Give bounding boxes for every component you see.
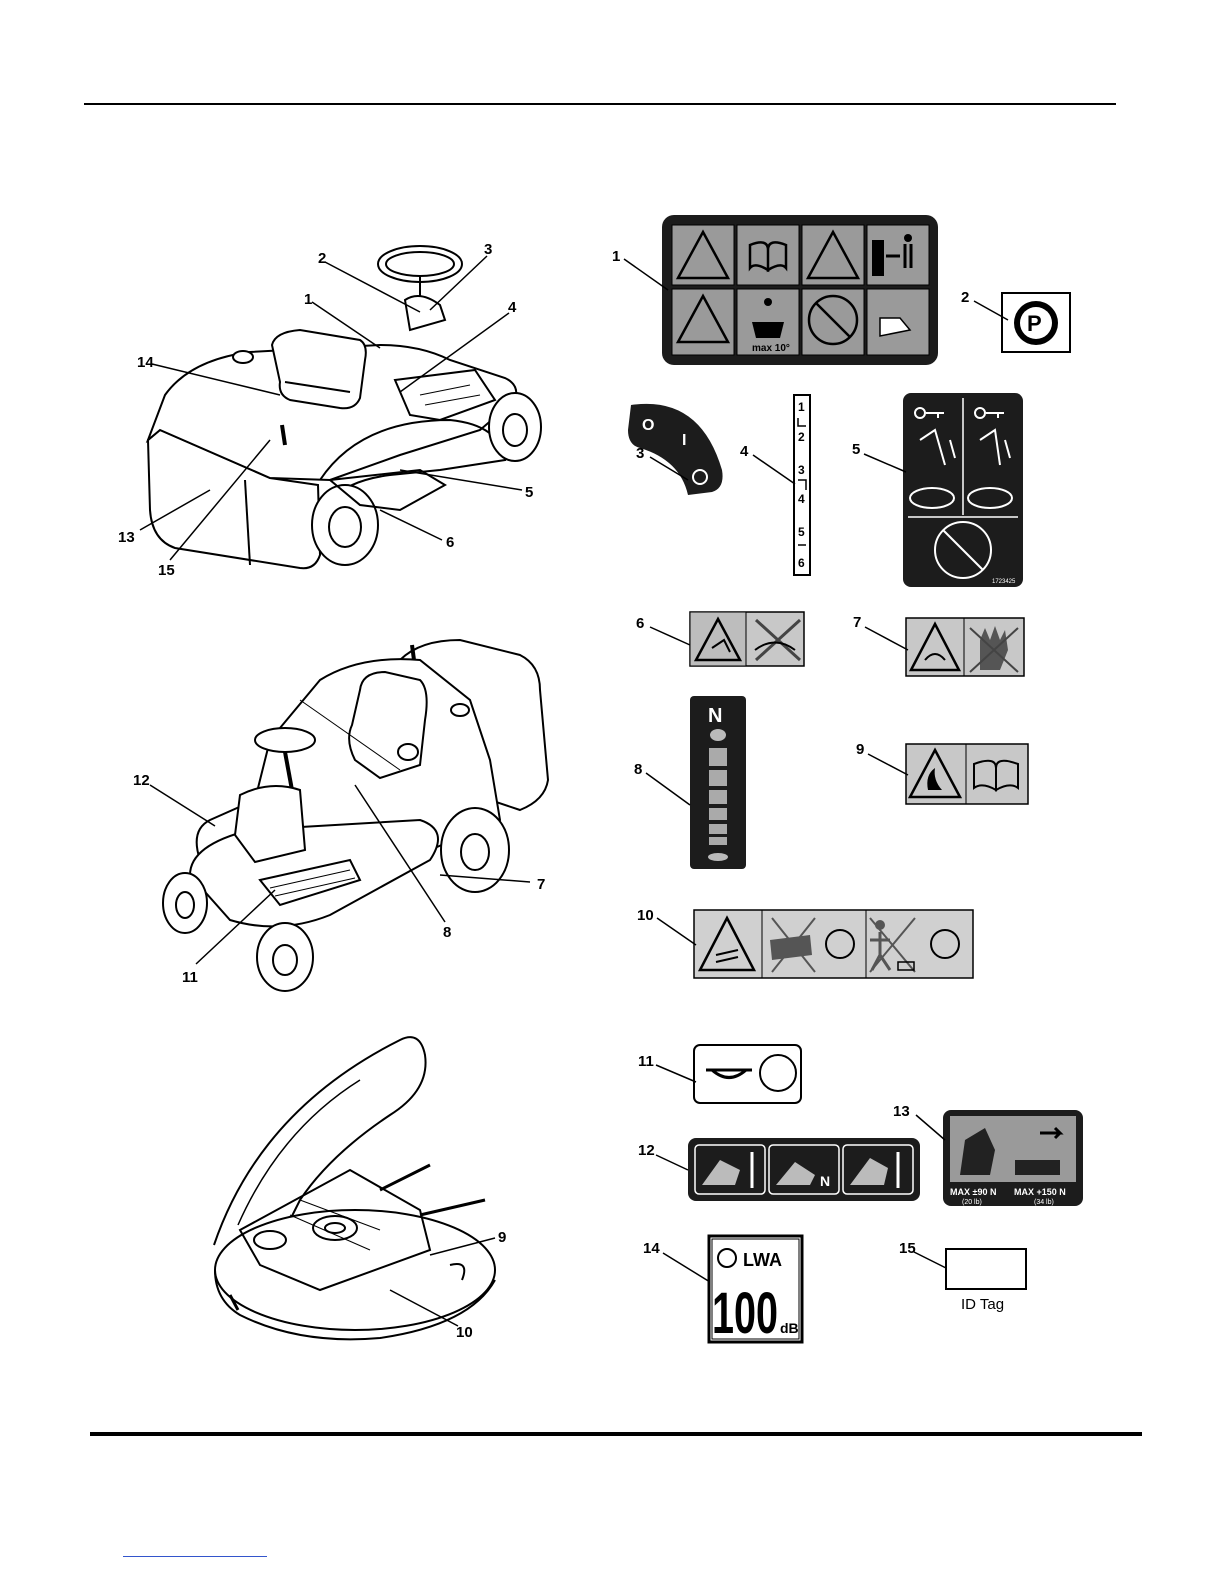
mower-callout-12: 12	[133, 772, 150, 789]
mower-callout-3: 3	[484, 241, 492, 258]
callout-13: 13	[893, 1103, 910, 1120]
callout-8: 8	[634, 761, 642, 778]
decal-11-deck-engage	[694, 1045, 801, 1103]
height-6: 6	[798, 556, 805, 570]
turtle-icon	[708, 853, 728, 861]
decal-3-on-label: I	[682, 432, 686, 449]
mower-callout-8: 8	[443, 924, 451, 941]
decal-8-letter: N	[708, 705, 722, 727]
mower-callout-6: 6	[446, 534, 454, 551]
decal-4-cutting-height: 1 2 3 4 5 6	[794, 395, 810, 575]
height-3: 3	[798, 463, 805, 477]
decal-14-unit: dB	[780, 1320, 799, 1336]
mower-callout-10: 10	[456, 1324, 473, 1341]
mower-callout-7: 7	[537, 876, 545, 893]
height-1: 1	[798, 400, 805, 414]
callout-9: 9	[856, 741, 864, 758]
decal-13-towing-loads: MAX ±90 N (20 lb) MAX +150 N (34 lb)	[943, 1110, 1083, 1206]
callout-4: 4	[740, 443, 749, 460]
decal-1-slope-text: max 10°	[752, 343, 790, 354]
decal-13-right-sub: (34 lb)	[1034, 1199, 1054, 1206]
callout-14: 14	[643, 1240, 660, 1257]
mower-callout-14: 14	[137, 354, 154, 371]
parking-icon: P	[1027, 311, 1042, 336]
decal-13-right-max: MAX +150 N	[1014, 1187, 1066, 1197]
callout-12: 12	[638, 1142, 655, 1159]
trailer-icon	[1015, 1160, 1060, 1175]
decal-14-lwa: LWA	[743, 1250, 782, 1270]
callout-7: 7	[853, 614, 861, 631]
callout-3: 3	[636, 445, 644, 462]
callout-5: 5	[852, 441, 860, 458]
decal-14-sound-power: LWA 100 dB	[709, 1236, 802, 1346]
decal-13-left-max: MAX ±90 N	[950, 1187, 996, 1197]
decal-8-throttle: N	[690, 696, 746, 869]
mower-callout-5: 5	[525, 484, 533, 501]
callout-6: 6	[636, 615, 644, 632]
decal-12-pedal-controls: N	[688, 1138, 920, 1201]
decal-10-rotating-blades	[694, 910, 973, 978]
decal-5-code: 1723425	[992, 579, 1016, 585]
mower-deck-view	[214, 1037, 495, 1339]
mower-callout-2: 2	[318, 250, 326, 267]
mower-callout-1: 1	[304, 291, 312, 308]
mower-front-view	[163, 640, 548, 991]
callout-15: 15	[899, 1240, 916, 1257]
callout-10: 10	[637, 907, 654, 924]
decal-15-id-tag: ID Tag	[946, 1249, 1026, 1313]
decal-2-parking-brake: P	[1002, 293, 1070, 352]
decal-1-safety-warnings: max 10°	[662, 215, 938, 365]
mower-callout-15: 15	[158, 562, 175, 579]
callout-2: 2	[961, 289, 969, 306]
decal-7-hot-surface	[906, 618, 1024, 676]
mower-callout-13: 13	[118, 529, 135, 546]
decal-12-neutral: N	[820, 1173, 830, 1189]
mower-callout-9: 9	[498, 1229, 506, 1246]
mower-callout-4: 4	[508, 299, 517, 316]
decal-14-value: 100	[712, 1281, 778, 1346]
decal-3-off-label: O	[642, 417, 654, 434]
decal-6-thrown-objects	[690, 612, 804, 666]
decal-5-operating-instructions: 1723425	[903, 393, 1023, 587]
mower-rear-view	[148, 246, 541, 568]
height-2: 2	[798, 430, 805, 444]
decal-13-left-sub: (20 lb)	[962, 1199, 982, 1206]
mower-callout-11: 11	[182, 969, 198, 986]
callout-1: 1	[612, 248, 620, 265]
callout-11: 11	[638, 1053, 654, 1070]
rabbit-icon	[710, 729, 726, 741]
height-5: 5	[798, 525, 805, 539]
decal-9-fire-hazard	[906, 744, 1028, 804]
decal-15-label: ID Tag	[961, 1296, 1004, 1313]
height-4: 4	[798, 492, 805, 506]
